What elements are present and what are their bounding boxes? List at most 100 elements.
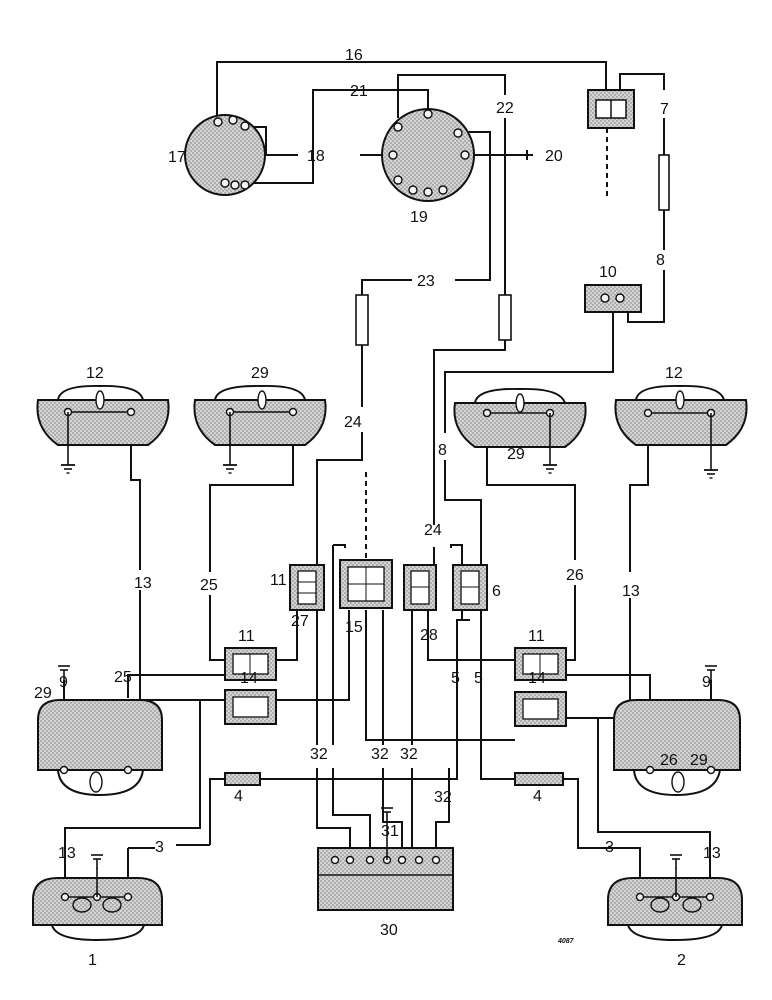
connector-6: [452, 564, 488, 611]
wire-23-top: [455, 131, 491, 281]
label-3-right: 3: [605, 839, 614, 856]
connector-11-left: [224, 647, 277, 681]
label-13-left: 13: [134, 575, 152, 592]
lamp-2: [607, 868, 743, 942]
label-21: 21: [350, 83, 368, 100]
label-14-right: 14: [528, 670, 546, 687]
label-29-lower-right: 29: [690, 752, 708, 769]
lamp-29-lower-left: [37, 699, 163, 797]
wire-13-right-low: [566, 717, 711, 878]
wire-25-b: [209, 595, 225, 661]
label-13-bottom-right: 13: [703, 845, 721, 862]
label-23: 23: [417, 273, 435, 290]
connector-4-right: [514, 772, 564, 786]
fuse-23: [355, 294, 369, 346]
reference-labels: 16 21 22 7 17 18 20 19 8 10 23 12 29 12 …: [34, 47, 721, 969]
connector-11-tall: [289, 564, 325, 611]
wire-8: [627, 270, 665, 323]
label-4-right: 4: [533, 788, 542, 805]
label-18: 18: [307, 148, 325, 165]
fuse-22: [498, 294, 512, 341]
wire-32-c2: [382, 768, 403, 848]
label-30: 30: [380, 922, 398, 939]
label-22: 22: [496, 100, 514, 117]
wire-4-left: [209, 778, 225, 845]
wire-32-e2: [435, 768, 450, 848]
label-8-top: 8: [656, 252, 665, 269]
wire-23: [361, 279, 412, 295]
label-27: 27: [291, 613, 309, 630]
label-1: 1: [88, 952, 97, 969]
label-7: 7: [660, 101, 669, 118]
wire-25-top: [209, 414, 294, 572]
label-10: 10: [599, 264, 617, 281]
wire-10-8: [444, 310, 614, 433]
label-26-lower: 26: [660, 752, 678, 769]
wire-32-a2: [316, 768, 351, 848]
lamp-12-left: [36, 384, 170, 455]
wire-15: [365, 610, 515, 741]
fuse-7: [658, 154, 670, 211]
label-3-left: 3: [155, 839, 164, 856]
component-17-gauge: [184, 114, 266, 196]
label-32-a: 32: [310, 746, 328, 763]
label-25-top: 25: [200, 577, 218, 594]
label-24-mid: 24: [424, 522, 442, 539]
lamp-1: [32, 868, 163, 942]
wire-26-lower: [566, 674, 651, 700]
label-28: 28: [420, 627, 438, 644]
label-6: 6: [492, 583, 501, 600]
label-29-center: 29: [507, 446, 525, 463]
label-16: 16: [345, 47, 363, 64]
label-12-left: 12: [86, 365, 104, 382]
label-2: 2: [677, 952, 686, 969]
drawing-number: 4087: [557, 938, 575, 945]
label-13-bottom-left: 13: [58, 845, 76, 862]
wire-26-b: [566, 585, 576, 661]
component-relay-top: [587, 89, 635, 129]
label-15: 15: [345, 619, 363, 636]
label-29-lower-left: 29: [34, 685, 52, 702]
lamp-29-lower-right: [613, 699, 741, 797]
wire-14-left: [276, 610, 350, 701]
label-9-left: 9: [59, 674, 68, 691]
wire-32-b3: [332, 768, 371, 848]
wire-16: [216, 61, 607, 122]
connector-15: [339, 559, 393, 609]
label-31: 31: [381, 823, 399, 840]
label-9-right: 9: [702, 674, 711, 691]
wire-32-b: [333, 544, 346, 548]
label-32-b: 32: [371, 746, 389, 763]
wire-22b: [433, 340, 506, 525]
label-11-left: 11: [238, 628, 255, 645]
wire-25-lower: [127, 674, 225, 698]
label-11-right: 11: [528, 628, 545, 645]
label-25-lower: 25: [114, 669, 132, 686]
wire-3-right: [605, 847, 641, 878]
component-19-speedometer: [381, 108, 475, 202]
connector-4-left: [224, 772, 261, 786]
wire-13-left: [130, 414, 141, 570]
label-4-left: 4: [234, 788, 243, 805]
wire-28: [427, 610, 515, 661]
lamp-12-right: [614, 384, 748, 460]
label-24-top: 24: [344, 414, 362, 431]
label-32-d: 32: [434, 789, 452, 806]
wire-13-left-low: [64, 699, 225, 878]
label-26-top: 26: [566, 567, 584, 584]
label-13-right: 13: [622, 583, 640, 600]
label-5-right: 5: [474, 670, 483, 687]
label-19: 19: [410, 209, 428, 226]
label-17: 17: [168, 149, 186, 166]
wire-21b: [397, 74, 506, 118]
wire-24b: [316, 432, 363, 565]
wire-7: [619, 73, 665, 92]
label-32-c: 32: [400, 746, 418, 763]
label-8-mid: 8: [438, 442, 447, 459]
connector-14-right: [514, 691, 567, 727]
wire-26-top: [486, 414, 576, 560]
lamp-29-left: [193, 384, 327, 455]
label-11-tall: 11: [270, 572, 287, 589]
wire-13-right: [629, 414, 649, 572]
